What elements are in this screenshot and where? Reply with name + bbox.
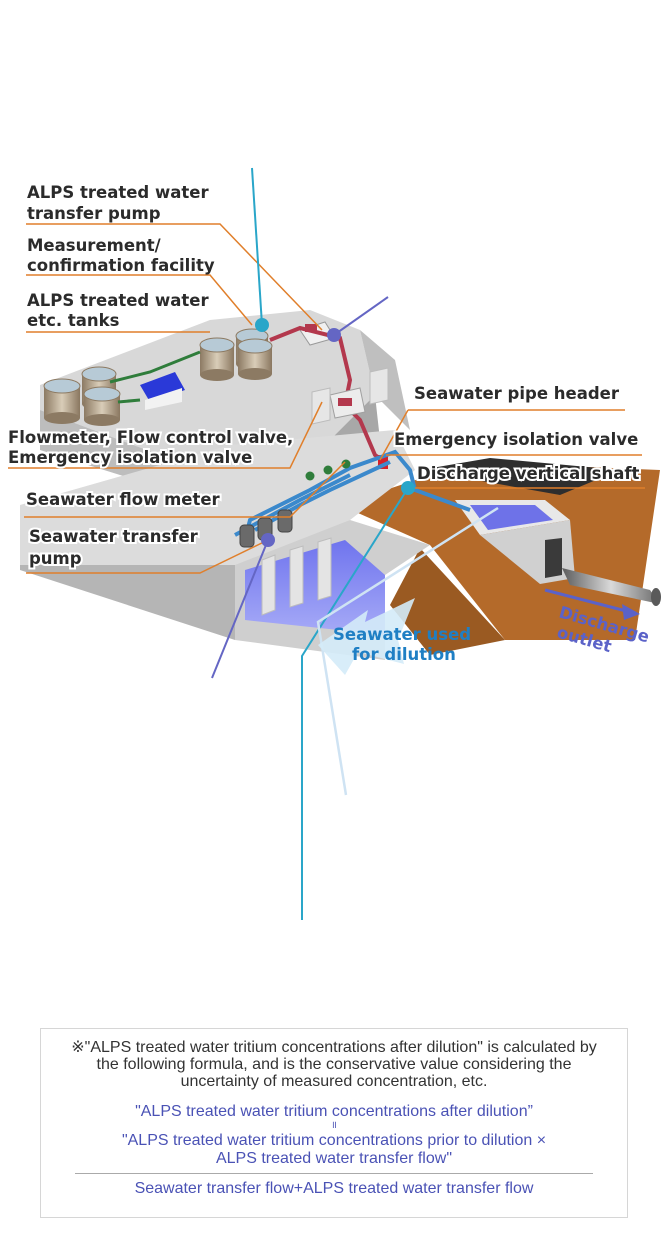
dilution-arrow xyxy=(318,598,415,675)
header-marker xyxy=(401,481,415,495)
intake-partitions xyxy=(261,537,332,616)
label-transfer-pump: ALPS treated water xyxy=(27,183,209,202)
building-wall xyxy=(145,388,182,410)
tank-4 xyxy=(199,337,235,381)
formula-numerator-line1: "ALPS treated water tritium concentratio… xyxy=(121,1132,547,1149)
tank-6 xyxy=(237,338,273,380)
tank-1 xyxy=(43,378,81,424)
formula-result: "ALPS treated water tritium concentratio… xyxy=(135,1103,533,1120)
shaft-opening xyxy=(545,538,562,578)
lower-slab xyxy=(20,430,415,565)
note-text: ※"ALPS treated water tritium concentrati… xyxy=(71,1039,597,1090)
fraction-bar xyxy=(75,1173,593,1174)
facility-diagram: ALPS treated water transfer pump Measure… xyxy=(6,167,661,920)
leader-lines xyxy=(8,223,645,574)
label-pipe-header: Seawater pipe header xyxy=(414,384,620,403)
label-flowmeter: Flowmeter, Flow control valve, xyxy=(8,428,293,447)
earth-front xyxy=(390,548,505,655)
discharge-pipe xyxy=(562,568,660,604)
label-seawater-flow-meter: Seawater flow meter xyxy=(26,490,221,509)
label-vertical-shaft: Discharge vertical shaft xyxy=(417,464,640,483)
formula-denominator: Seawater transfer flow+ALPS treated wate… xyxy=(134,1180,534,1197)
formula-equals: ॥ xyxy=(331,1120,337,1131)
building-roof xyxy=(140,372,185,402)
formula-note: ※"ALPS treated water tritium concentrati… xyxy=(40,1028,628,1218)
label-dilution-2: for dilution xyxy=(352,645,456,664)
building-structure xyxy=(20,310,661,660)
tank-group xyxy=(43,321,336,426)
upper-platform xyxy=(40,310,375,470)
label-tanks: ALPS treated water xyxy=(27,291,209,310)
formula-numerator-line2: ALPS treated water transfer flow" xyxy=(215,1150,452,1167)
label-seawater-pump: Seawater transfer xyxy=(29,527,199,546)
label-flowmeter-2: Emergency isolation valve xyxy=(8,448,252,467)
transfer-pump-marker xyxy=(255,318,269,332)
tank-3 xyxy=(83,386,121,426)
pipe-end xyxy=(651,588,661,606)
label-transfer-pump-2: transfer pump xyxy=(27,204,161,223)
indicator-lines xyxy=(211,167,499,920)
discharge-arrow xyxy=(544,588,640,620)
label-dilution: Seawater used xyxy=(333,625,471,644)
label-seawater-pump-2: pump xyxy=(29,549,82,568)
formula-numerator: "ALPS treated water tritium concentratio… xyxy=(41,1132,627,1168)
green-pipe xyxy=(109,350,201,384)
intake-water xyxy=(245,540,385,635)
cover-plate xyxy=(420,458,620,495)
pump-box-marker xyxy=(327,328,341,342)
label-measurement: Measurement/ xyxy=(27,236,162,255)
lower-slab-side xyxy=(20,565,235,640)
seawater-pump-marker xyxy=(261,533,275,547)
label-emergency-valve: Emergency isolation valve xyxy=(394,430,638,449)
label-tanks-2: etc. tanks xyxy=(27,311,120,330)
label-measurement-2: confirmation facility xyxy=(27,256,215,275)
